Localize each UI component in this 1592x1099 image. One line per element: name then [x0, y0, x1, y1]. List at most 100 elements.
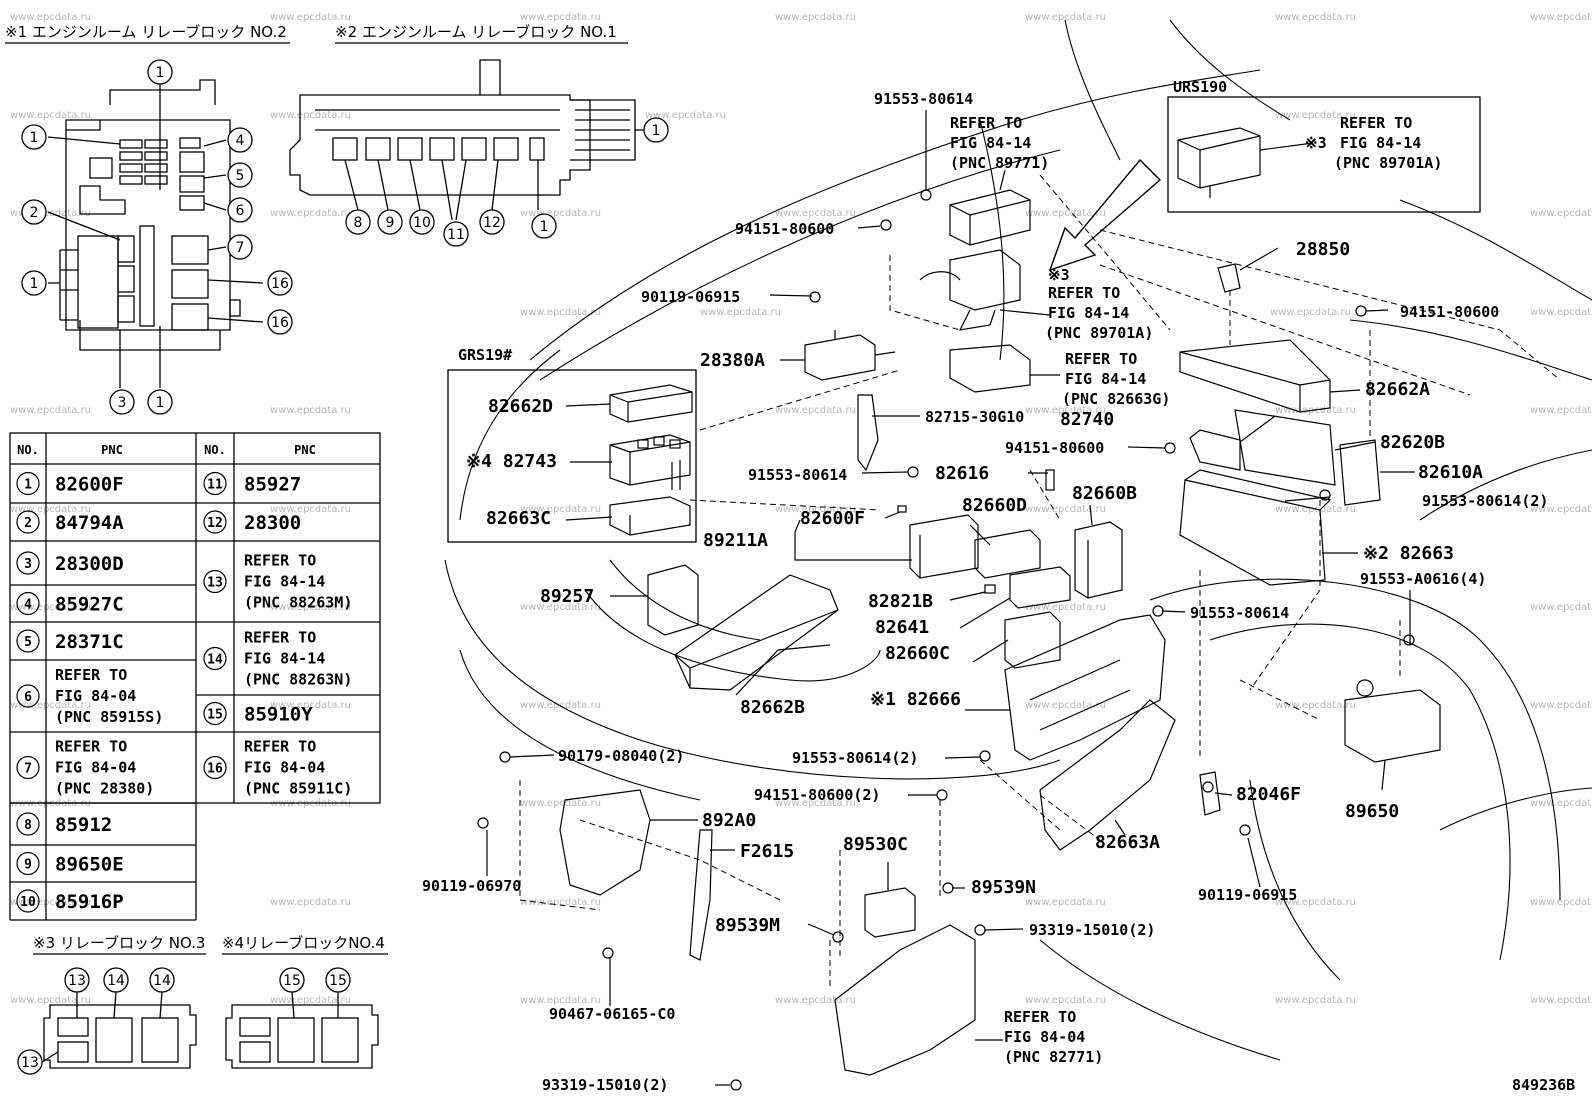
table-header-pnc: PNC [101, 443, 123, 457]
table-header-no: NO. [204, 443, 226, 457]
grs19-box [447, 369, 697, 543]
table-index-circle [16, 684, 40, 708]
table-index-circle [16, 591, 40, 616]
table-pnc-value: 85910Y [244, 704, 313, 726]
table-index-circle [203, 510, 227, 534]
svg-text:※3 リレーブロック NO.3: ※3 リレーブロック NO.3 [33, 934, 205, 952]
svg-text:www.epcdata.ru: www.epcdata.ru [10, 405, 91, 416]
svg-text:www.epcdata.ru: www.epcdata.ru [10, 700, 91, 711]
svg-text:www.epcdata.ru: www.epcdata.ru [520, 208, 601, 219]
svg-text:※1 82666: ※1 82666 [870, 689, 961, 710]
svg-text:82663C: 82663C [486, 508, 551, 529]
component-sketches [477, 127, 1441, 1091]
leader-lines [486, 110, 1415, 1086]
svg-text:www.epcdata.ru: www.epcdata.ru [520, 602, 601, 613]
direction-arrow [1048, 158, 1162, 272]
svg-text:www.epcdata.ru: www.epcdata.ru [10, 12, 91, 23]
vehicle-body-outline [444, 19, 1592, 1061]
svg-text:28380A: 28380A [700, 350, 765, 371]
svg-text:89211A: 89211A [703, 530, 768, 551]
svg-text:www.epcdata.ru: www.epcdata.ru [520, 307, 601, 318]
urs190-box [1167, 96, 1481, 213]
svg-text:www.epcdata.ru: www.epcdata.ru [1530, 208, 1592, 219]
table-pnc-value: 28300 [244, 512, 301, 534]
table-pnc-value: 85927 [244, 474, 301, 496]
svg-text:892A0: 892A0 [702, 810, 756, 831]
svg-text:www.epcdata.ru: www.epcdata.ru [1025, 995, 1106, 1006]
svg-text:FIG 84-14: FIG 84-14 [950, 134, 1031, 152]
table-index-number: 9 [24, 858, 32, 873]
svg-text:www.epcdata.ru: www.epcdata.ru [270, 602, 351, 613]
svg-text:82046F: 82046F [1236, 784, 1301, 805]
svg-text:www.epcdata.ru: www.epcdata.ru [1275, 110, 1356, 121]
table-pnc-value: REFER TO [244, 552, 316, 570]
table-pnc-value: 85912 [55, 814, 112, 836]
svg-text:www.epcdata.ru: www.epcdata.ru [1530, 798, 1592, 809]
dashed-guides [519, 174, 1561, 990]
table-header-pnc: PNC [294, 443, 316, 457]
svg-text:www.epcdata.ru: www.epcdata.ru [270, 405, 351, 416]
pnc-table-grid [9, 432, 381, 921]
table-pnc-value: 85916P [55, 891, 124, 913]
table-index-circle [16, 551, 40, 575]
svg-text:www.epcdata.ru: www.epcdata.ru [520, 995, 601, 1006]
svg-text:4: 4 [236, 133, 245, 149]
svg-text:F2615: F2615 [740, 841, 794, 862]
table-pnc-value: 84794A [55, 512, 124, 534]
table-index-number: 14 [207, 653, 223, 668]
table-pnc-value: FIG 84-14 [244, 573, 325, 591]
svg-text:16: 16 [271, 276, 289, 292]
svg-text:www.epcdata.ru: www.epcdata.ru [270, 110, 351, 121]
table-pnc-value: FIG 84-14 [244, 650, 325, 668]
svg-text:www.epcdata.ru: www.epcdata.ru [520, 798, 601, 809]
svg-text:FIG 84-14: FIG 84-14 [1340, 134, 1421, 152]
table-index-circle [203, 569, 227, 594]
svg-text:1: 1 [156, 65, 165, 81]
svg-text:www.epcdata.ru: www.epcdata.ru [775, 504, 856, 515]
svg-text:www.epcdata.ru: www.epcdata.ru [270, 700, 351, 711]
svg-text:89539N: 89539N [971, 877, 1036, 898]
table-index-circle [203, 701, 227, 726]
svg-text:82740: 82740 [1060, 409, 1114, 430]
svg-text:16: 16 [271, 315, 289, 331]
svg-text:www.epcdata.ru: www.epcdata.ru [775, 208, 856, 219]
svg-text:www.epcdata.ru: www.epcdata.ru [645, 110, 726, 121]
svg-text:28850: 28850 [1296, 239, 1350, 260]
svg-text:82660C: 82660C [885, 643, 950, 664]
table-pnc-value: (PNC 85915S) [55, 708, 163, 726]
table-index-number: 4 [24, 598, 32, 613]
svg-text:REFER TO: REFER TO [1340, 114, 1412, 132]
table-index-number: 3 [24, 557, 32, 572]
svg-text:13: 13 [21, 1055, 39, 1071]
table-pnc-value: (PNC 88263M) [244, 594, 352, 612]
svg-text:1: 1 [156, 395, 165, 411]
svg-text:www.epcdata.ru: www.epcdata.ru [520, 897, 601, 908]
table-index-circle [203, 646, 227, 671]
svg-text:www.epcdata.ru: www.epcdata.ru [1025, 602, 1106, 613]
svg-text:3: 3 [118, 395, 127, 411]
svg-text:90119-06915: 90119-06915 [641, 288, 740, 306]
svg-text:1: 1 [652, 123, 661, 139]
table-index-number: 6 [24, 690, 32, 705]
svg-text:www.epcdata.ru: www.epcdata.ru [1270, 307, 1351, 318]
svg-text:www.epcdata.ru: www.epcdata.ru [775, 995, 856, 1006]
svg-text:(PNC 82771): (PNC 82771) [1004, 1048, 1103, 1066]
svg-text:91553-80614: 91553-80614 [1190, 604, 1289, 622]
callout-labels: 91553-80614 REFER TO FIG 84-14 (PNC 8977… [422, 78, 1575, 1094]
svg-text:REFER TO: REFER TO [1004, 1008, 1076, 1026]
svg-text:82663A: 82663A [1095, 832, 1160, 853]
svg-text:94151-80600: 94151-80600 [1400, 303, 1499, 321]
svg-text:www.epcdata.ru: www.epcdata.ru [775, 405, 856, 416]
svg-text:※3: ※3 [1048, 266, 1070, 284]
table-index-circle [203, 471, 227, 496]
table-index-number: 1 [24, 478, 32, 493]
svg-text:www.epcdata.ru: www.epcdata.ru [10, 110, 91, 121]
table-index-number: 12 [207, 516, 223, 531]
svg-text:90119-06970: 90119-06970 [422, 877, 521, 895]
table-pnc-value: (PNC 28380) [55, 780, 154, 798]
svg-text:www.epcdata.ru: www.epcdata.ru [270, 897, 351, 908]
table-index-number: 13 [207, 576, 223, 591]
svg-text:www.epcdata.ru: www.epcdata.ru [1530, 504, 1592, 515]
